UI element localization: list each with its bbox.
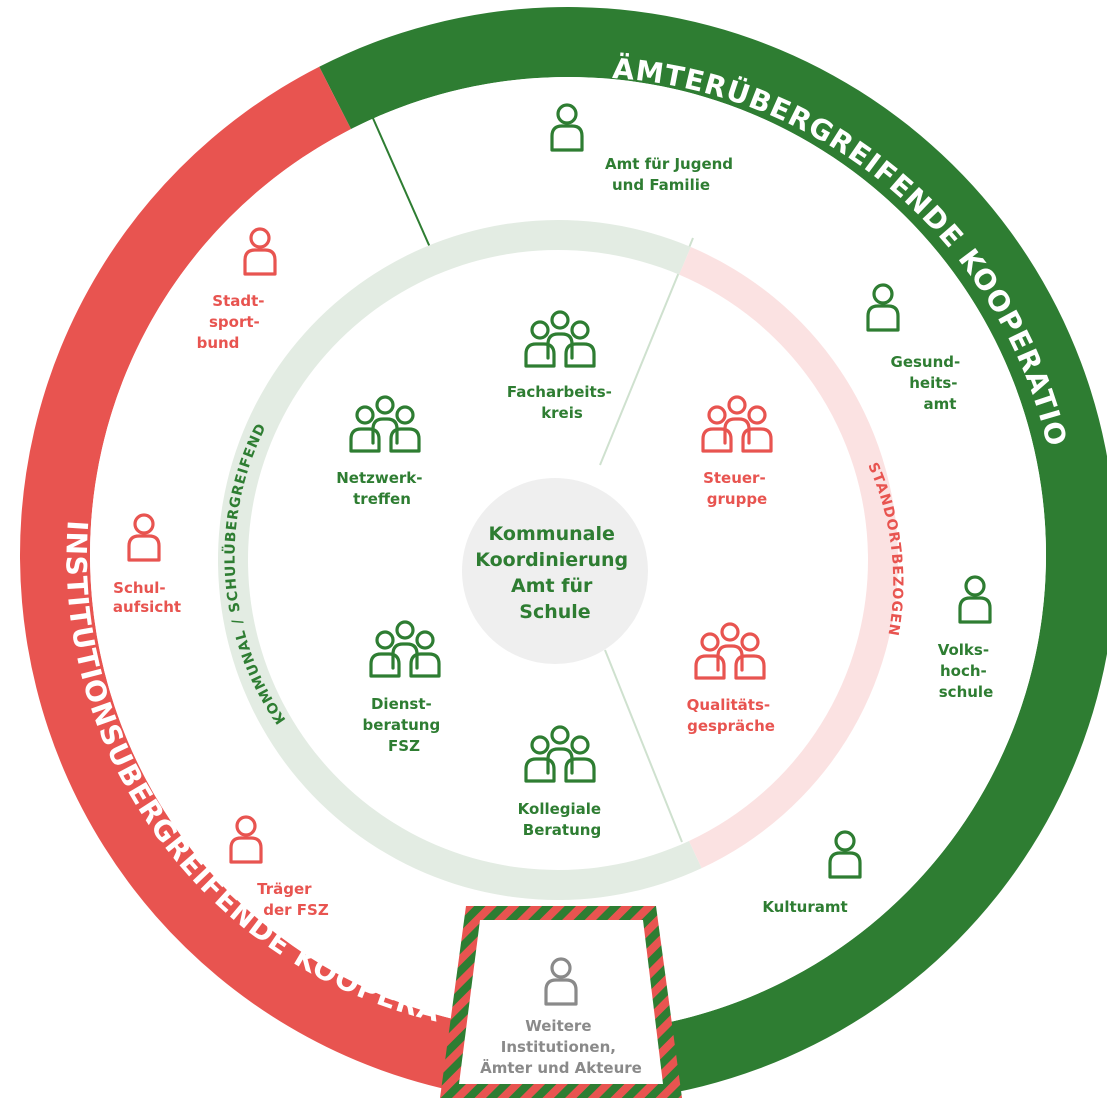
inner-node-label-line: Facharbeits- [507,383,612,401]
outer-node-label: Amt für Jugend und Familie [605,155,738,194]
bottom-slot-label-line: Weitere [525,1017,591,1035]
outer-node-label: Träger der FSZ [257,880,329,919]
inner-node-label-line: Dienst- [371,695,432,713]
inner-ring [217,220,898,900]
inner-node-label-line: Qualitäts- [687,696,770,714]
bottom-slot-label-line: Ämter und Akteure [480,1058,642,1077]
person-icon [866,283,900,332]
person-icon [544,957,578,1006]
inner-node-kollegial: Kollegiale Beratung [518,725,607,839]
outer-node-label: Kulturamt [762,898,847,916]
bottom-slot-label-line: Institutionen, [501,1038,616,1056]
outer-node-label-line: sport- [209,313,260,331]
inner-node-label: Steuer- gruppe [703,469,771,508]
center-label-line: Schule [519,601,590,623]
inner-node-label-line: gespräche [687,717,775,735]
group-icon [694,622,766,680]
inner-node-qualitaet: Qualitäts- gespräche [687,622,776,735]
person-icon [958,575,992,624]
outer-ring [19,7,1107,1098]
inner-node-label-line: Kollegiale [518,800,601,818]
inner-node-steuer: Steuer- gruppe [701,395,773,508]
group-icon [524,310,596,368]
outer-node-schulaufsicht: Schul- aufsicht [113,513,181,616]
person-icon [229,815,263,864]
person-icon [828,830,862,879]
outer-node-kultur: Kulturamt [762,830,862,916]
group-icon [349,395,421,453]
outer-node-sport: Stadt- sport- bund [197,227,277,352]
inner-node-label-line: treffen [353,490,411,508]
outer-node-label-line: bund [197,334,240,352]
outer-node-label: Volks- hoch- schule [938,641,995,701]
outer-node-vhs: Volks- hoch- schule [938,575,995,701]
person-icon [550,103,584,152]
inner-node-netzwerk: Netzwerk- treffen [336,395,428,508]
outer-node-label-line: Stadt- [212,292,264,310]
outer-node-label-line: und Familie [612,176,710,194]
outer-node-label-line: Kulturamt [762,898,847,916]
inner-node-label-line: Steuer- [703,469,766,487]
center-label-line: Koordinierung [475,549,628,571]
inner-node-label: Facharbeits- kreis [507,383,617,422]
outer-ring-red-band [19,66,502,1098]
inner-node-label-line: Netzwerk- [336,469,422,487]
bottom-slot-inner [459,920,663,1084]
inner-node-label-line: kreis [541,404,583,422]
person-icon [127,513,161,562]
inner-node-label-line: beratung [363,716,441,734]
center-label-line: Kommunale [489,523,615,545]
outer-node-label: Schul- aufsicht [113,579,181,616]
center-label-line: Amt für [511,575,593,597]
outer-node-label-line: Schul- [113,579,165,597]
inner-node-label: Netzwerk- treffen [336,469,428,508]
outer-node-label-line: Amt für Jugend [605,155,733,173]
outer-node-label-line: hoch- [940,662,987,680]
inner-node-label: Kollegiale Beratung [518,800,607,839]
inner-ring-red-band [679,247,898,869]
inner-node-label-line: FSZ [388,737,420,755]
outer-node-label: Gesund- heits- amt [891,353,966,413]
outer-node-jugend: Amt für Jugend und Familie [550,103,738,194]
outer-node-label-line: der FSZ [263,901,329,919]
inner-node-dienst: Dienst- beratung FSZ [363,620,446,755]
group-icon [701,395,773,453]
outer-node-label-line: Gesund- [891,353,961,371]
inner-node-label-line: gruppe [707,490,767,508]
divider-inner-bottom [604,649,683,843]
bottom-slot: Weitere Institutionen, Ämter und Akteure [440,906,682,1098]
center-label: Kommunale Koordinierung Amt für Schule [475,523,635,623]
group-icon [524,725,596,783]
outer-node-label-line: schule [939,683,994,701]
inner-node-facharbeit: Facharbeits- kreis [507,310,617,422]
outer-node-traeger: Träger der FSZ [229,815,329,919]
center-circle [462,478,648,664]
outer-node-label-line: heits- [909,374,957,392]
inner-node-label-line: Beratung [523,821,601,839]
bottom-slot-label: Weitere Institutionen, Ämter und Akteure [480,1017,642,1077]
divider-top [371,115,441,271]
outer-node-label-line: amt [924,395,957,413]
outer-node-label-line: Volks- [938,641,989,659]
inner-node-label: Qualitäts- gespräche [687,696,776,735]
outer-node-gesundheit: Gesund- heits- amt [866,283,966,413]
outer-node-label-line: aufsicht [113,598,181,616]
person-icon [243,227,277,276]
group-icon [369,620,441,678]
inner-node-label: Dienst- beratung FSZ [363,695,446,755]
divider-inner-top [599,237,694,466]
outer-node-label: Stadt- sport- bund [197,292,270,352]
outer-node-label-line: Träger [257,880,312,898]
